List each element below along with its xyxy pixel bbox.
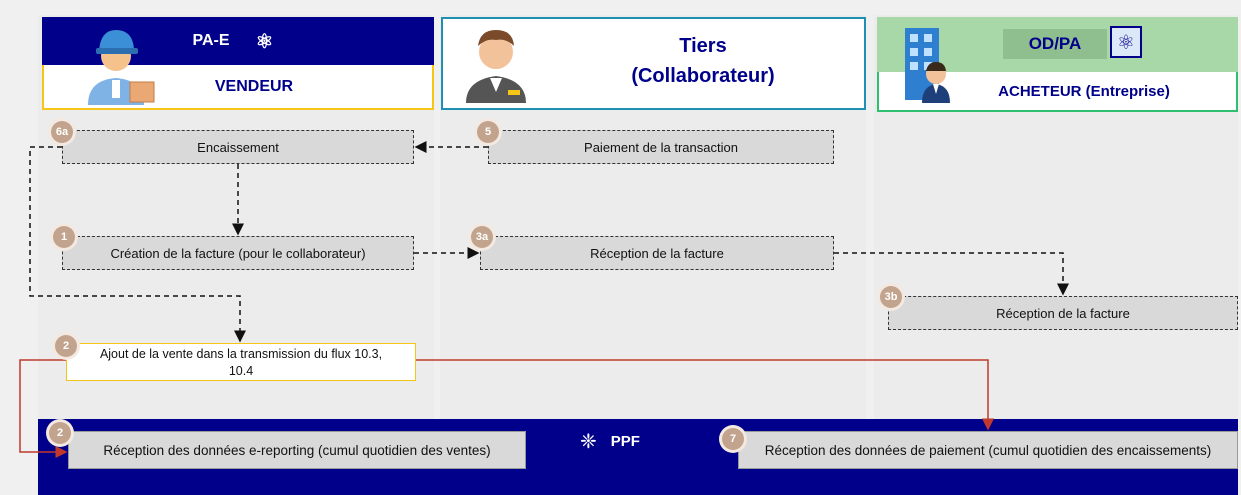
- network-icon: ❈: [580, 430, 597, 453]
- step-reception-facture-tiers-box: Réception de la facture: [480, 236, 834, 270]
- ppf-ereporting-label: Réception des données e-reporting (cumul…: [103, 442, 491, 458]
- step-badge-3a: 3a: [471, 226, 493, 248]
- vendeur-top-label: PA-E: [192, 32, 230, 49]
- badge-text: 2: [56, 427, 64, 439]
- step-paiement-box: Paiement de la transaction: [488, 130, 834, 164]
- step-encaissement-box: Encaissement: [62, 130, 414, 164]
- step-ajout-vente-line1: Ajout de la vente dans la transmission d…: [99, 347, 383, 361]
- atom-icon: ⚛: [1110, 26, 1142, 58]
- badge-text: 1: [60, 231, 68, 243]
- ppf-paiement-box: Réception des données de paiement (cumul…: [738, 431, 1238, 469]
- tiers-label-line1: Tiers: [679, 34, 727, 57]
- step-reception-facture-tiers-label: Réception de la facture: [590, 245, 724, 261]
- badge-text: 5: [484, 126, 492, 138]
- step-badge-1: 1: [53, 226, 75, 248]
- vendeur-header-bottom: VENDEUR: [42, 65, 434, 110]
- badge-text: 7: [729, 433, 737, 445]
- tiers-header: Tiers (Collaborateur): [441, 17, 866, 110]
- step-badge-ppf-2: 2: [49, 422, 71, 444]
- step-badge-6a: 6a: [51, 121, 73, 143]
- step-ajout-vente-line2: 10.4: [228, 364, 254, 378]
- vendeur-header-top: PA-E ⚛: [42, 17, 434, 65]
- step-paiement-label: Paiement de la transaction: [584, 139, 738, 155]
- step-creation-facture-box: Création de la facture (pour le collabor…: [62, 236, 414, 270]
- badge-text: 2: [62, 340, 70, 352]
- step-encaissement-label: Encaissement: [197, 139, 279, 155]
- ppf-title: ❈ PPF: [580, 426, 660, 456]
- step-reception-facture-acheteur-box: Réception de la facture: [888, 296, 1238, 330]
- ppf-label: PPF: [610, 432, 640, 450]
- step-creation-facture-label: Création de la facture (pour le collabor…: [110, 245, 366, 261]
- badge-text: 6a: [55, 126, 69, 138]
- acheteur-top-label: OD/PA: [1028, 34, 1082, 53]
- badge-text: 3a: [475, 231, 489, 243]
- ppf-ereporting-box: Réception des données e-reporting (cumul…: [68, 431, 526, 469]
- acheteur-header-bottom: ACHETEUR (Entreprise): [877, 72, 1238, 112]
- step-badge-5: 5: [477, 121, 499, 143]
- step-badge-3b: 3b: [880, 286, 902, 308]
- acheteur-bottom-label: ACHETEUR (Entreprise): [998, 82, 1170, 100]
- step-reception-facture-acheteur-label: Réception de la facture: [996, 305, 1130, 321]
- ppf-paiement-label: Réception des données de paiement (cumul…: [764, 442, 1212, 458]
- vendeur-bottom-label: VENDEUR: [214, 77, 294, 95]
- step-badge-2: 2: [55, 335, 77, 357]
- badge-text: 3b: [884, 291, 898, 303]
- atom-icon: ⚛: [255, 30, 274, 53]
- acheteur-header-top: OD/PA ⚛: [877, 17, 1238, 72]
- tiers-label-line2: (Collaborateur): [631, 64, 775, 87]
- step-ajout-vente-box: Ajout de la vente dans la transmission d…: [66, 343, 416, 381]
- step-badge-ppf-7: 7: [722, 428, 744, 450]
